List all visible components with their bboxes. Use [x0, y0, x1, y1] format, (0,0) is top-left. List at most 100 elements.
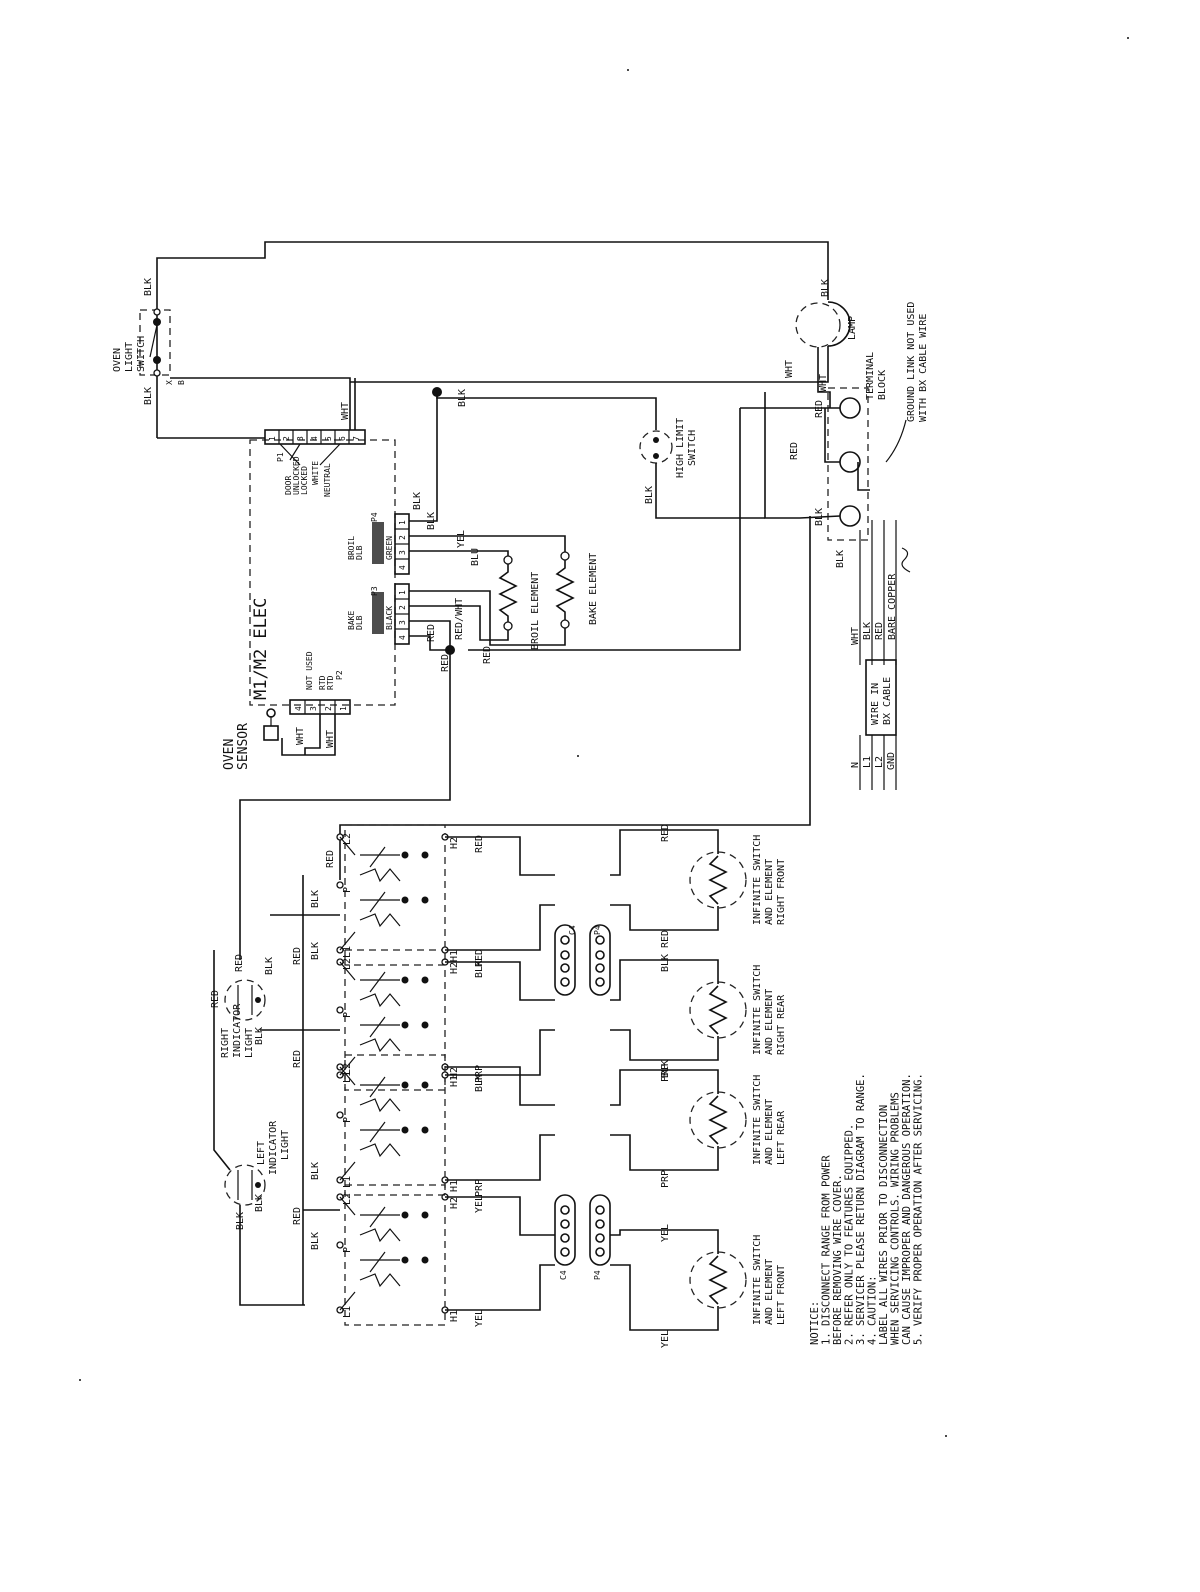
oven-sensor: WHT WHT OVEN SENSOR	[222, 708, 336, 770]
notice-line-9: 5. VERIFY PROPER OPERATION AFTER SERVICI…	[913, 1073, 925, 1345]
switch-wire-h1: RED	[474, 949, 485, 967]
notice-line-3: 2. REFER ONLY TO FEATURES EQUIPPED.	[844, 1124, 856, 1345]
right-ind-red-2: RED	[234, 954, 245, 972]
blk-element-2: BLK	[426, 512, 437, 530]
right-ind-line2: INDICATOR	[232, 1003, 243, 1058]
right-ind-blk-1: BLK	[264, 957, 275, 975]
svg-text:5: 5	[324, 436, 333, 441]
red-to-terminal: RED	[789, 442, 800, 460]
red-control-3: RED	[482, 646, 493, 664]
svg-text:2: 2	[282, 436, 291, 441]
switch-terminal-l1: L1	[342, 1306, 353, 1318]
switch-caption-line2: AND ELEMENT	[764, 1099, 775, 1165]
svg-text:2: 2	[324, 706, 333, 711]
switch-terminal-l2: L2	[342, 1063, 353, 1075]
black-label: BLACK	[385, 606, 394, 630]
notice-line-6: LABEL ALL WIRES PRIOR TO DISCONNECTION	[878, 1105, 890, 1345]
bx-line1: WIRE IN	[870, 683, 881, 725]
terminal-block-line2: BLOCK	[877, 370, 888, 400]
notice-line-0: NOTICE:	[809, 1301, 821, 1345]
p4-top: P4	[593, 925, 602, 935]
broil-element: BROIL ELEMENT	[409, 555, 541, 650]
bx-line2: BX CABLE	[882, 677, 893, 725]
switch-caption-line3: LEFT REAR	[776, 1110, 787, 1165]
switch-wire-h2: PRP	[474, 1065, 485, 1083]
switch-caption-line2: AND ELEMENT	[764, 989, 775, 1055]
broil-dlb-2: DLB	[355, 545, 364, 560]
c4-top: C4	[568, 925, 577, 935]
bus-blk-1: BLK	[310, 890, 321, 908]
switch-caption-line2: AND ELEMENT	[764, 859, 775, 925]
p4-white: WHITE	[311, 461, 320, 485]
switch-wire-h1: BLK	[474, 1074, 485, 1092]
bake-label: BAKE ELEMENT	[588, 553, 599, 625]
bx-blk: BLK	[862, 622, 873, 640]
neutral-label: NEUTRAL	[323, 463, 332, 497]
switch-wire-h1: PRP	[474, 1179, 485, 1197]
bake-dlb-2: DLB	[355, 615, 364, 630]
blk-to-cooktop: BLK	[835, 550, 846, 568]
oven-light-switch-line1: OVEN	[112, 348, 123, 372]
svg-text:6: 6	[338, 436, 347, 441]
switch-caption-line3: LEFT FRONT	[776, 1265, 787, 1325]
right-ind-red-1: RED	[210, 990, 221, 1008]
yel-element: YEL	[456, 530, 467, 548]
c4-p4-connectors: C4 P4 C4 P4	[554, 924, 611, 1280]
bx-wht: WHT	[850, 627, 861, 645]
blk-element-1: BLK	[412, 492, 423, 510]
rtd-2: RTD	[326, 675, 335, 690]
oven-sensor-line1: OVEN	[222, 739, 237, 770]
notice-line-8: CAN CAUSE IMPROPER AND DANGEROUS OPERATI…	[901, 1073, 913, 1345]
high-limit-line1: HIGH LIMIT	[675, 418, 686, 478]
switch-caption-line1: INFINITE SWITCH	[752, 1075, 763, 1165]
bus-blk-2: BLK	[310, 942, 321, 960]
notice-block: NOTICE:1. DISCONNECT RANGE FROM POWER BE…	[809, 1073, 925, 1345]
terminal-block	[827, 387, 869, 541]
p4-p1: P1	[276, 452, 285, 462]
right-indicator-light: RIGHT INDICATOR LIGHT RED RED BLK BLK	[210, 950, 275, 1171]
switch-caption-line1: INFINITE SWITCH	[752, 965, 763, 1055]
switch-caption-line3: RIGHT REAR	[776, 994, 787, 1055]
bus-red-2: RED	[292, 947, 303, 965]
element-wire-top: BLK	[660, 954, 671, 972]
oven-light-circuit: BLK BLK X B OVEN LIGHT SWITCH BLK LAMP W…	[112, 241, 858, 438]
svg-text:3: 3	[398, 550, 407, 555]
svg-text:1: 1	[339, 706, 348, 711]
switch-terminal-l1: L1	[342, 1071, 353, 1083]
lock-locked: LOCKED	[300, 466, 309, 495]
svg-text:1: 1	[398, 520, 407, 525]
right-ind-line3: LIGHT	[244, 1028, 255, 1058]
red-control-2: RED	[440, 654, 451, 672]
bx-l1: L1	[862, 756, 873, 768]
blu-element: BLU	[470, 548, 481, 566]
left-ind-line2: INDICATOR	[268, 1120, 279, 1175]
red-wht-label: RED/WHT	[454, 598, 465, 640]
svg-text:1: 1	[398, 590, 407, 595]
switch-caption-line1: INFINITE SWITCH	[752, 835, 763, 925]
sensor-wht-1: WHT	[295, 727, 306, 745]
element-wire-top: RED	[660, 824, 671, 842]
oven-light-term-b: B	[177, 380, 186, 385]
oven-light-blk-top: BLK	[143, 278, 154, 296]
svg-text:4: 4	[310, 436, 319, 441]
left-ind-line3: LIGHT	[280, 1130, 291, 1160]
lamp-wht-2: WHT	[818, 374, 829, 392]
terminal-red: RED	[814, 400, 825, 418]
notice-line-7: WHEN SERVICING CONTROLS. WIRING PROBLEMS	[890, 1092, 902, 1345]
svg-text:4: 4	[398, 565, 407, 570]
switch-terminal-p: P	[342, 887, 353, 893]
notice-line-5: 4. CAUTION:	[867, 1275, 879, 1345]
high-limit-and-terminal: BLK HIGH LIMIT SWITCH BLK TERMINAL BLOCK…	[339, 302, 929, 840]
p4-wht: WHT	[340, 402, 351, 420]
notice-line-2: BEFORE REMOVING WIRE COVER.	[832, 1174, 844, 1345]
left-ind-line1: LEFT	[256, 1141, 267, 1165]
switch-terminal-l2: L2	[342, 833, 353, 845]
switch-terminal-l2: L2	[342, 958, 353, 970]
oven-light-switch-line3: SWITCH	[136, 336, 147, 372]
element-wire-bottom: YEL	[660, 1330, 671, 1348]
ground-link-line1: GROUND LINK NOT USED	[906, 302, 917, 422]
